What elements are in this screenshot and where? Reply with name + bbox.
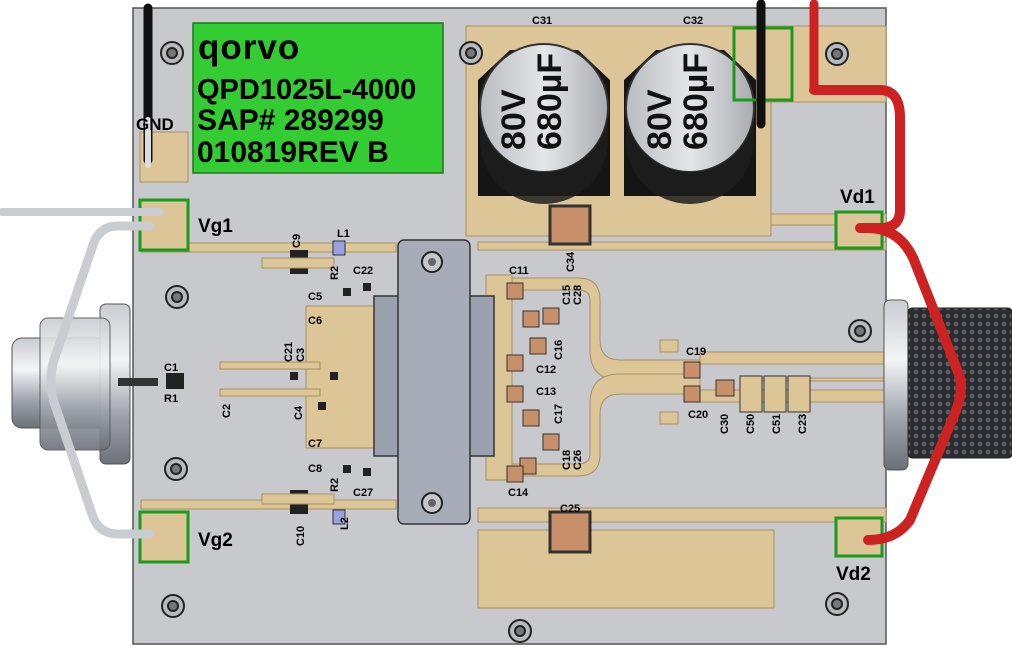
vg1-label: Vg1 <box>198 216 233 237</box>
label-c50: C50 <box>745 414 757 434</box>
capacitor-c31: 80V 680µF <box>478 43 610 204</box>
label-c26: C26 <box>572 450 584 470</box>
c31-capacitance: 680µF <box>531 53 569 150</box>
label-block <box>192 22 444 174</box>
rf-output-connector <box>883 299 1012 471</box>
label-c12: C12 <box>536 364 556 376</box>
label-c3: C3 <box>295 348 307 362</box>
label-c28: C28 <box>572 285 584 305</box>
smd-components <box>166 204 811 554</box>
label-c32: C32 <box>683 15 703 27</box>
label-r2b: R2 <box>329 478 341 492</box>
label-c30: C30 <box>719 414 731 434</box>
label-r2a: R2 <box>329 266 341 280</box>
label-l1: L1 <box>337 228 350 240</box>
label-c6: C6 <box>308 315 322 327</box>
label-c1: C1 <box>164 362 178 374</box>
c31-voltage: 80V <box>495 89 533 150</box>
sap-label: SAP# 289299 <box>197 104 384 137</box>
label-c23: C23 <box>797 414 809 434</box>
label-c14: C14 <box>508 487 529 499</box>
c32-capacitance: 680µF <box>677 53 715 150</box>
label-c25: C25 <box>560 503 580 515</box>
label-c19: C19 <box>686 346 706 358</box>
label-c9: C9 <box>291 234 303 248</box>
label-c7: C7 <box>308 438 322 450</box>
part-number-label: QPD1025L-4000 <box>197 74 416 106</box>
label-c20: C20 <box>688 409 708 421</box>
wires <box>0 0 966 545</box>
label-c13: C13 <box>536 386 556 398</box>
gnd-label: GND <box>136 115 174 134</box>
vd1-label: Vd1 <box>840 187 875 208</box>
label-c18: C18 <box>561 450 573 470</box>
c32-voltage: 80V <box>641 89 679 150</box>
transistor-package <box>373 239 495 525</box>
label-c21: C21 <box>283 342 295 362</box>
vg2-label: Vg2 <box>198 530 233 551</box>
revision-label: 010819REV B <box>197 136 389 169</box>
capacitor-c32: 80V 680µF <box>624 43 756 204</box>
label-c5: C5 <box>308 291 322 303</box>
label-c15: C15 <box>561 285 573 305</box>
label-c10: C10 <box>295 526 307 546</box>
label-c11: C11 <box>509 265 529 277</box>
component-labels: C31 C32 C9 L1 R2 C22 C5 C6 C21 C3 C1 R1 … <box>164 15 809 546</box>
label-c31: C31 <box>532 15 552 27</box>
label-c22: C22 <box>353 265 373 277</box>
label-c8: C8 <box>308 463 322 475</box>
label-l2: L2 <box>339 517 351 530</box>
label-c51: C51 <box>771 414 783 434</box>
label-c27: C27 <box>353 487 373 499</box>
qorvo-logo: qorvo <box>198 28 300 67</box>
label-c34: C34 <box>565 251 577 272</box>
label-c17: C17 <box>553 404 565 424</box>
label-c4: C4 <box>293 405 305 420</box>
vd2-label: Vd2 <box>836 564 871 585</box>
label-c16: C16 <box>553 340 565 360</box>
label-r1: R1 <box>164 393 178 405</box>
label-c2: C2 <box>221 404 233 418</box>
mounting-holes <box>160 41 872 643</box>
